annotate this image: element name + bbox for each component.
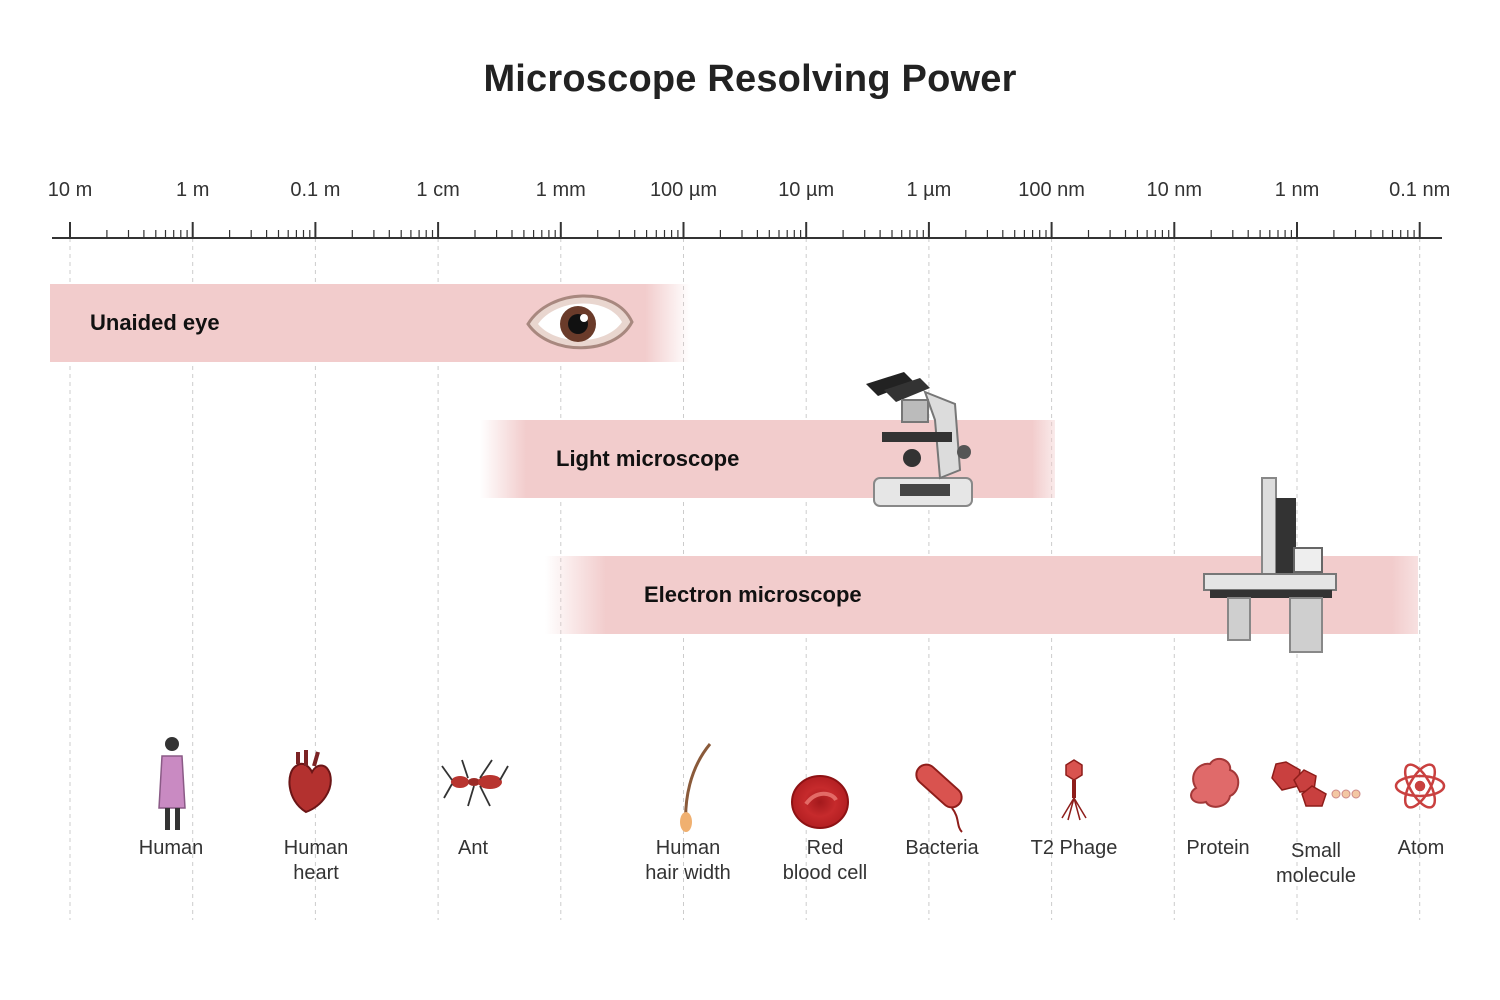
page-title: Microscope Resolving Power [483, 58, 1017, 100]
ant-icon [441, 759, 509, 807]
band-unaided-eye: Unaided eye [50, 284, 690, 362]
object-label-line2: heart [293, 862, 339, 884]
tick-label: 10 nm [1147, 179, 1203, 201]
object-label: Atom [1398, 837, 1445, 859]
tick-label: 1 mm [536, 179, 586, 201]
tick-label: 100 µm [650, 179, 717, 201]
object-label-line2: molecule [1276, 865, 1356, 887]
protein-icon [1190, 757, 1240, 808]
band-light-microscope: Light microscope [480, 372, 1055, 507]
object-label: Human [139, 837, 203, 859]
light-microscope-icon [866, 372, 973, 507]
band-label: Unaided eye [90, 310, 220, 335]
heart-icon [288, 750, 332, 814]
tick-label: 0.1 nm [1389, 179, 1450, 201]
human-icon [158, 737, 186, 830]
tick-label: 1 µm [906, 179, 951, 201]
electron-microscope-icon [1203, 477, 1337, 653]
object-labels: Human Human heart Ant Human hair width Red bloo… [139, 837, 1445, 887]
scale-axis [52, 222, 1442, 239]
eye-icon [526, 294, 634, 350]
tick-label: 10 m [48, 179, 92, 201]
object-label: Red [807, 837, 844, 859]
band-label: Light microscope [556, 446, 739, 471]
object-label: Human [284, 837, 348, 859]
tick-label: 100 nm [1018, 179, 1085, 201]
scale-tick-labels: 10 m 1 m 0.1 m 1 cm 1 mm 100 µm 10 µm 1 µm 100 n… [48, 179, 1451, 201]
red-blood-cell-icon [791, 775, 849, 829]
object-icons [158, 737, 1446, 833]
atom-icon [1394, 763, 1446, 809]
tick-label: 10 µm [778, 179, 834, 201]
object-label: Ant [458, 837, 488, 859]
hair-icon [680, 743, 712, 832]
object-label: Human [656, 837, 720, 859]
phage-icon [1061, 759, 1087, 821]
object-label: Small [1291, 840, 1341, 862]
tick-label: 1 nm [1275, 179, 1319, 201]
tick-label: 0.1 m [290, 179, 340, 201]
object-label: Bacteria [905, 837, 979, 859]
tick-label: 1 m [176, 179, 209, 201]
band-label: Electron microscope [644, 582, 862, 607]
tick-label: 1 cm [416, 179, 459, 201]
object-label: T2 Phage [1031, 837, 1118, 859]
small-molecule-icon [1271, 761, 1361, 807]
band-electron-microscope: Electron microscope [545, 477, 1418, 653]
bacteria-icon [915, 763, 963, 833]
object-label-line2: blood cell [783, 862, 868, 884]
object-label-line2: hair width [645, 862, 731, 884]
object-label: Protein [1186, 837, 1249, 859]
